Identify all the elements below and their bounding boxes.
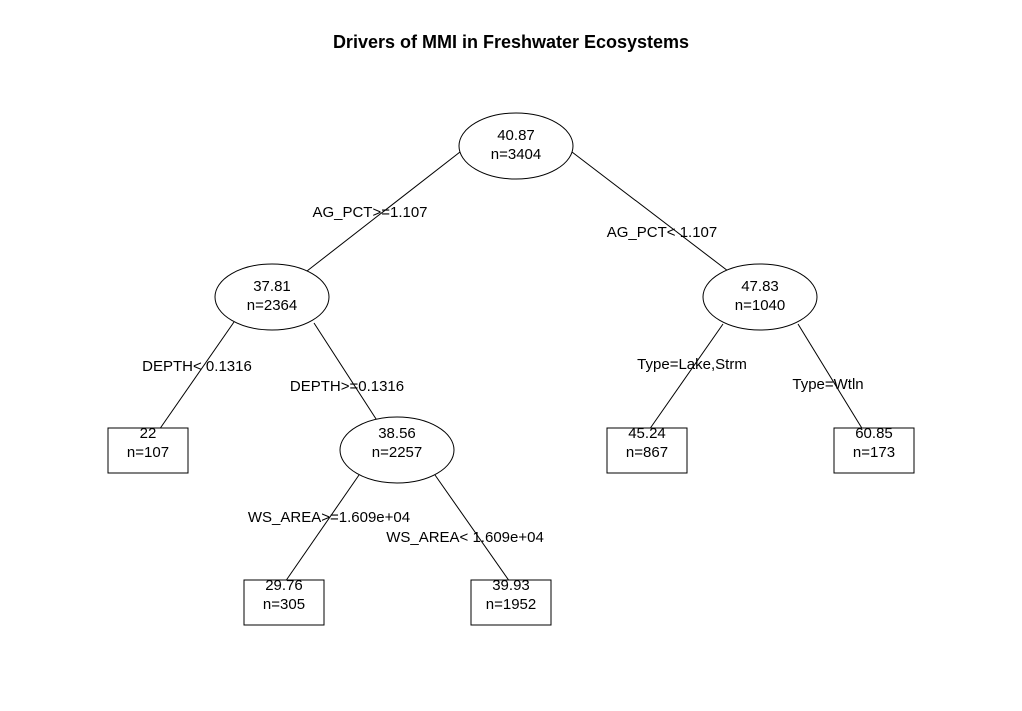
node-ellipse (458, 112, 574, 180)
tree-node-n1: 37.81 n=2364 (214, 263, 330, 331)
node-count: n=1952 (486, 596, 536, 613)
edge-root-n1 (306, 151, 461, 272)
node-count: n=173 (853, 444, 895, 461)
node-value: 45.24 (628, 425, 666, 442)
tree-leaf-2: 29.76 n=305 (243, 577, 325, 626)
node-ellipse (339, 416, 455, 484)
edge-n2-leaf4 (648, 323, 724, 431)
node-count: n=1040 (735, 297, 785, 314)
node-value: 60.85 (855, 425, 893, 442)
edge-n2-leaf5 (797, 323, 864, 431)
tree-leaf-5: 60.85 n=173 (833, 425, 915, 474)
edge-n1-leaf1 (158, 321, 235, 431)
node-count: n=107 (127, 444, 169, 461)
tree-leaf-4: 45.24 n=867 (606, 425, 688, 474)
tree-node-n4: 38.56 n=2257 (339, 416, 455, 484)
split-label-n1-right: DEPTH>=0.1316 (290, 378, 404, 395)
split-label-root-right: AG_PCT< 1.107 (607, 224, 717, 241)
leaf-box (107, 427, 189, 474)
node-ellipse (214, 263, 330, 331)
node-value: 37.81 (253, 278, 291, 295)
node-count: n=3404 (491, 146, 541, 163)
node-ellipse (702, 263, 818, 331)
node-value: 39.93 (492, 577, 530, 594)
split-label-n4-left: WS_AREA>=1.609e+04 (248, 509, 410, 526)
leaf-box (606, 427, 688, 474)
node-value: 38.56 (378, 425, 416, 442)
edge-root-n2 (571, 151, 729, 272)
node-count: n=305 (263, 596, 305, 613)
leaf-box (243, 579, 325, 626)
node-count: n=2257 (372, 444, 422, 461)
leaf-box (833, 427, 915, 474)
split-label-n2-right: Type=Wtln (792, 376, 863, 393)
node-value: 40.87 (497, 127, 535, 144)
edge-n4-leaf2 (284, 474, 360, 583)
tree-node-n2: 47.83 n=1040 (702, 263, 818, 331)
tree-leaf-3: 39.93 n=1952 (470, 577, 552, 626)
node-count: n=867 (626, 444, 668, 461)
edge-n4-leaf3 (434, 474, 511, 583)
split-label-n4-right: WS_AREA< 1.609e+04 (386, 529, 544, 546)
split-label-root-left: AG_PCT>=1.107 (312, 204, 427, 221)
edge-n1-n4 (313, 322, 379, 423)
chart-title: Drivers of MMI in Freshwater Ecosystems (333, 32, 689, 52)
node-count: n=2364 (247, 297, 297, 314)
node-value: 22 (140, 425, 157, 442)
tree-node-root: 40.87 n=3404 (458, 112, 574, 180)
leaf-box (470, 579, 552, 626)
split-label-n1-left: DEPTH< 0.1316 (142, 358, 252, 375)
split-label-n2-left: Type=Lake,Strm (637, 356, 747, 373)
node-value: 29.76 (265, 577, 303, 594)
tree-leaf-1: 22 n=107 (107, 425, 189, 474)
node-value: 47.83 (741, 278, 779, 295)
